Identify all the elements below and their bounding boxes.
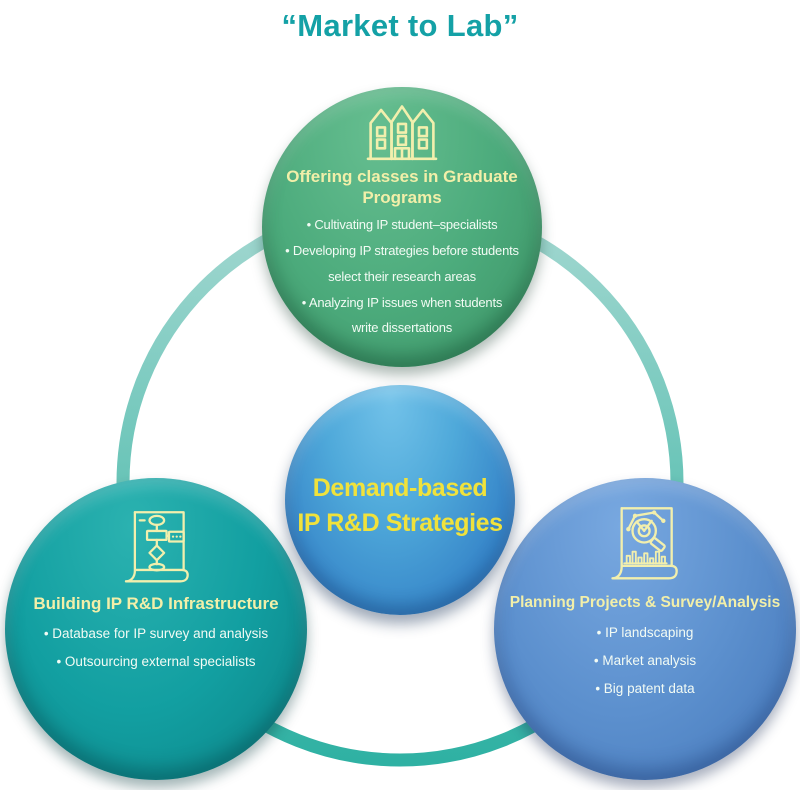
flowchart-scroll-icon	[124, 511, 189, 583]
circle-planning-survey-analysis: Planning Projects & Survey/Analysis • IP…	[494, 478, 796, 780]
bullet-item: • IP landscaping	[596, 624, 694, 640]
bullet-item: • Developing IP strategies before studen…	[285, 243, 519, 259]
circle-ip-rd-infrastructure: Building IP R&D Infrastructure • Databas…	[5, 478, 307, 780]
left-circle-bullets: • Database for IP survey and analysis • O…	[44, 620, 268, 675]
heading-line: Offering classes in Graduate	[286, 167, 518, 186]
bullet-item: • Analyzing IP issues when students	[301, 294, 503, 310]
university-buildings-icon	[366, 105, 438, 161]
bullet-item: • Market analysis	[593, 652, 697, 668]
left-circle-heading: Building IP R&D Infrastructure	[33, 594, 278, 614]
bullet-item: • Database for IP survey and analysis	[43, 626, 269, 642]
right-circle-heading: Planning Projects & Survey/Analysis	[510, 594, 781, 613]
heading-line: Building IP R&D Infrastructure	[33, 594, 279, 613]
right-circle-bullets: • IP landscaping • Market analysis • Big p…	[594, 619, 696, 704]
bullet-item: • Big patent data	[595, 681, 695, 697]
bullet-item: write dissertations	[351, 320, 453, 336]
bullet-item: • Outsourcing external specialists	[56, 654, 256, 670]
center-text-line: IP R&D Strategies	[297, 509, 503, 537]
top-circle-bullets: • Cultivating IP student–specialists • De…	[285, 212, 519, 341]
bullet-item: • Cultivating IP student–specialists	[306, 217, 498, 233]
circle-demand-based-strategies: Demand-based IP R&D Strategies	[285, 385, 515, 615]
heading-line: Programs	[362, 187, 442, 207]
page-title: “Market to Lab”	[281, 8, 519, 43]
bullet-item: select their research areas	[328, 268, 476, 284]
center-circle-text: Demand-based IP R&D Strategies	[297, 471, 503, 542]
analytics-magnifier-scroll-icon	[611, 507, 678, 580]
center-text-line: Demand-based	[312, 473, 488, 502]
heading-line: Planning Projects & Survey/Analysis	[509, 594, 781, 611]
